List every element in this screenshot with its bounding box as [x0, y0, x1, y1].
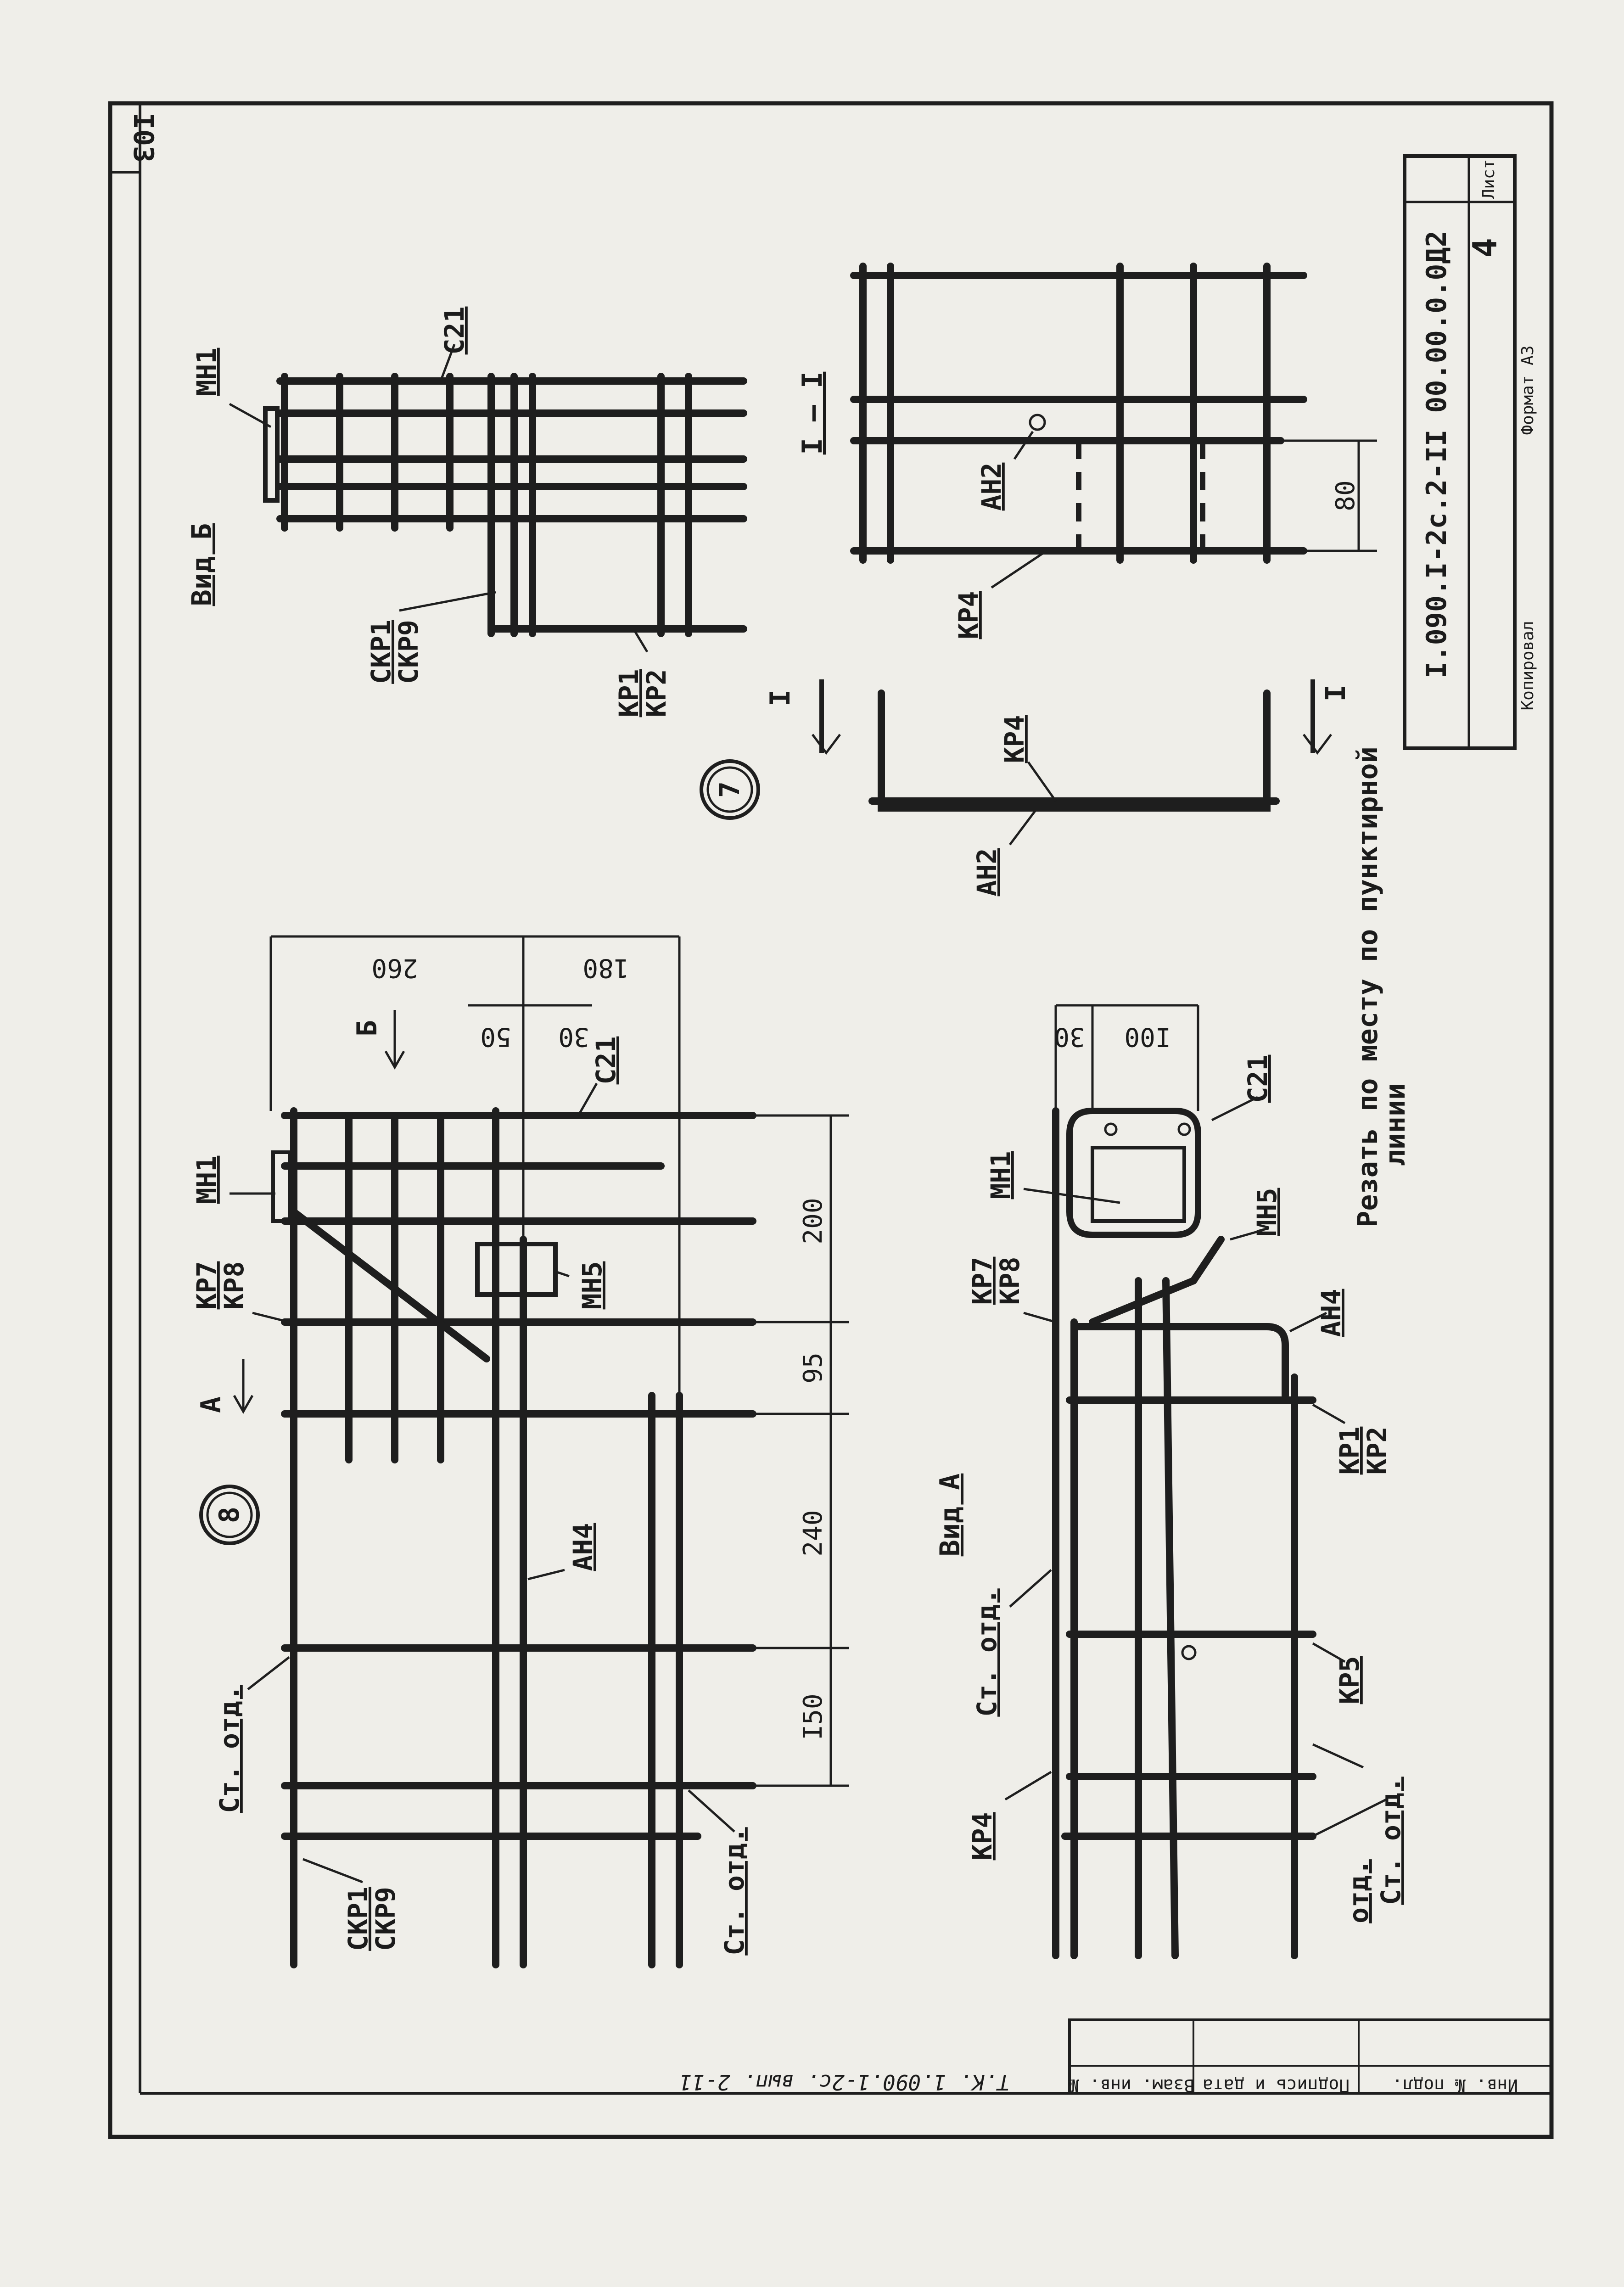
- cut-mark-right: I: [1320, 685, 1352, 701]
- profile-label-ah2: АН2: [971, 848, 1002, 897]
- view-a-title: Вид А: [934, 1474, 966, 1557]
- plan-dim-260: 260: [371, 953, 418, 983]
- plan-dim-150: I50: [798, 1693, 828, 1740]
- view-b-title: Вид Б: [186, 523, 218, 606]
- section-1: I – I АН2 КР4 80 I: [764, 263, 1377, 896]
- callout-8: 8: [199, 1485, 260, 1545]
- callout-7-label: 7: [714, 781, 746, 798]
- plan-label-st-otd-top: Ст. отд.: [214, 1685, 245, 1813]
- view-b-label-ckp1: СКР1: [365, 620, 397, 684]
- stamp-field-inv: Инв. № подл.: [1392, 2075, 1518, 2096]
- cut-note-line1: Резать по месту по пунктирной: [1352, 746, 1384, 1228]
- plan-dims-top: 260 180 50 30: [269, 935, 681, 1396]
- stamp-field-sign: Подпись и дата: [1203, 2075, 1350, 2096]
- view-b-label-kp2: КР2: [641, 669, 672, 717]
- profile-label-kp4: КР4: [999, 715, 1030, 763]
- stamp-field-replace: Взам. инв. №: [1069, 2075, 1195, 2096]
- view-a-cage: [1052, 1107, 1316, 1959]
- view-a-label-kp2: КР2: [1361, 1427, 1393, 1475]
- plan-label-st-otd-bottom: Ст. отд.: [719, 1827, 750, 1955]
- plan-dim-50: 50: [480, 1022, 511, 1052]
- callout-7: 7: [700, 759, 760, 820]
- section-1-dim-80: 80: [1331, 480, 1361, 511]
- view-a-label-kp4: КР4: [967, 1812, 998, 1861]
- plan-label-ckp9: СКР9: [370, 1887, 401, 1951]
- title-block: I.090.I-2c.2-II 00.00.0.0Д2 Лист 4 Копир…: [1403, 154, 1537, 750]
- view-b: Вид Б МН1 С21 СКР1 СКР9 КР1 КР2: [186, 307, 747, 717]
- plan-dim-240: 240: [798, 1510, 828, 1556]
- view-a-label-st-otd-right: Ст. отд.: [1375, 1777, 1406, 1905]
- series-note: Т.К. 1.090.1-2с. вып. 2-11: [679, 2070, 1010, 2095]
- sheet-label: Лист: [1479, 159, 1498, 199]
- section-1-title: I – I: [796, 372, 829, 455]
- sheet-number: 4: [1466, 238, 1504, 258]
- plan-arrow-b-label: Б: [351, 1020, 383, 1037]
- view-a-label-kp7: КР7: [967, 1257, 998, 1305]
- plan-label-mh1: МН1: [191, 1156, 222, 1204]
- plan-label-mh5: МН5: [577, 1261, 608, 1310]
- plan-label-kp8: КР8: [218, 1261, 250, 1310]
- view-a-label-c21: С21: [1242, 1055, 1273, 1103]
- plan-dim-95: 95: [798, 1352, 828, 1383]
- view-b-label-kp1: КР1: [613, 669, 644, 717]
- plan-cage: [271, 1107, 756, 1968]
- callout-8-label: 8: [213, 1507, 246, 1523]
- view-a-dim-100: I00: [1124, 1022, 1170, 1052]
- section-1-profile: I I КР4 АН2: [764, 679, 1352, 896]
- view-a-label-otd-right: отд.: [1343, 1859, 1374, 1923]
- plan-label-ah4: АН4: [567, 1523, 599, 1571]
- view-a: Вид А 30 I00 МН1: [934, 1004, 1406, 1959]
- section-1-frame: [850, 263, 1307, 564]
- bottom-stamp: Инв. № подл. Подпись и дата Взам. инв. №…: [679, 2018, 1553, 2096]
- doc-code: I.090.I-2c.2-II 00.00.0.0Д2: [1421, 230, 1453, 678]
- plan-label-ckp1: СКР1: [342, 1887, 374, 1951]
- cut-note: Резать по месту по пунктирной линии: [1352, 746, 1411, 1228]
- view-b-cage: [263, 373, 747, 637]
- view-a-label-kp8: КР8: [994, 1257, 1025, 1305]
- plan-arrow-a-label: А: [195, 1396, 227, 1413]
- page-number: I03: [127, 113, 159, 163]
- view-b-label-ckp9: СКР9: [393, 620, 424, 684]
- view-a-label-mh5: МН5: [1251, 1188, 1282, 1236]
- view-a-dim-30: 30: [1054, 1022, 1085, 1052]
- plan-dims-right: 200 95 240 I50: [753, 1114, 849, 1787]
- plan-label-kp7: КР7: [191, 1261, 222, 1310]
- view-a-label-kp5: КР5: [1334, 1656, 1365, 1704]
- plan-dim-200: 200: [798, 1198, 828, 1244]
- section-1-label-kp4: КР4: [953, 591, 984, 639]
- view-a-label-ah4: АН4: [1316, 1289, 1347, 1337]
- format-label: Формат А3: [1518, 345, 1537, 435]
- plan-dim-30: 30: [558, 1022, 589, 1052]
- view-a-label-mh1: МН1: [985, 1151, 1016, 1200]
- section-1-label-ah2: АН2: [976, 463, 1007, 511]
- plan-label-c21: С21: [590, 1037, 622, 1085]
- view-b-label-mh1: МН1: [191, 348, 222, 396]
- view-a-label-kp1: КР1: [1334, 1427, 1365, 1475]
- plan-view: 260 180 50 30 200 95 240 I50 А Б МН1 КР7…: [191, 935, 849, 1968]
- cut-note-line2: линии: [1379, 1083, 1411, 1166]
- cut-mark-left: I: [764, 689, 796, 706]
- plan-dim-180: 180: [582, 953, 629, 983]
- view-a-label-st-otd-top: Ст. отд.: [971, 1588, 1002, 1716]
- checked-by: Копировал: [1518, 621, 1537, 710]
- view-a-dims: 30 I00: [1054, 1004, 1199, 1111]
- section-1-dim: 80: [1281, 439, 1377, 552]
